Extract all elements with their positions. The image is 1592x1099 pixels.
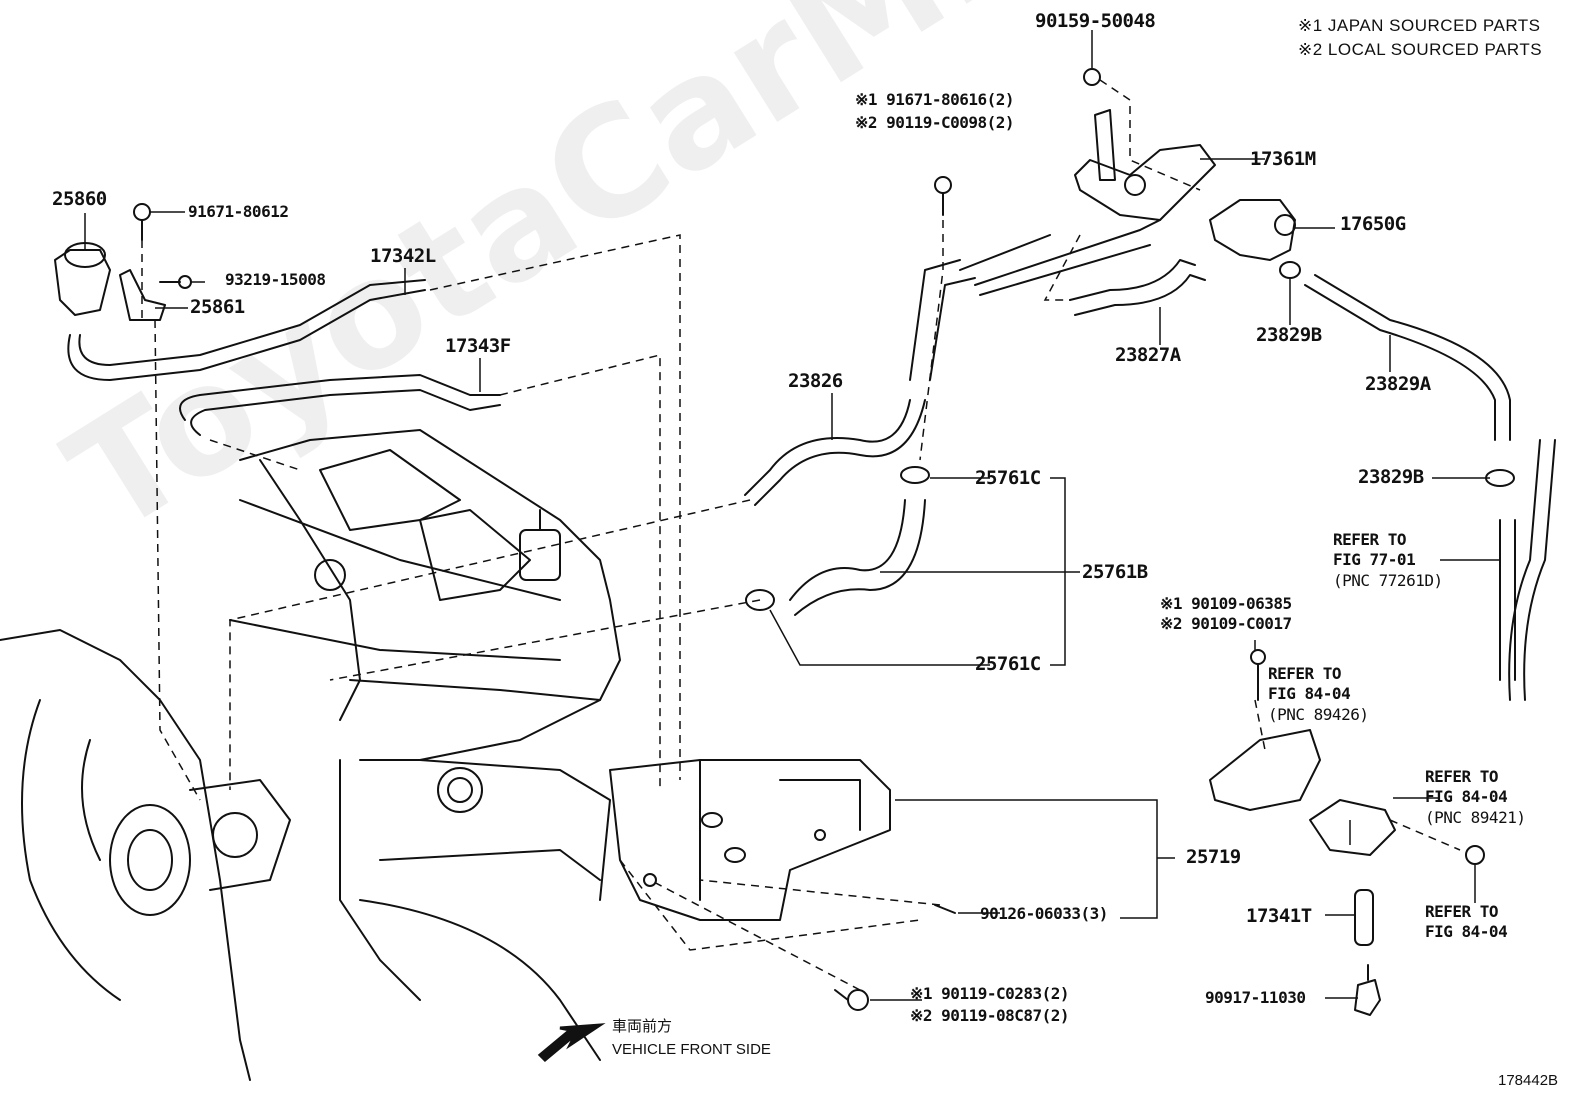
figure-code: 178442B (1498, 1072, 1559, 1089)
part-90109-06385[interactable]: ※1 90109-06385 (1160, 594, 1292, 613)
ref-fig84a-line1: REFER TO (1268, 664, 1342, 683)
part-25761B[interactable]: 25761B (1082, 561, 1148, 583)
sensor-bracket (1209, 729, 1321, 811)
part-23826[interactable]: 23826 (788, 370, 843, 392)
canister-25719 (609, 759, 891, 921)
part-25719[interactable]: 25719 (1186, 846, 1241, 868)
valve-17650G (1209, 199, 1296, 261)
part-25861[interactable]: 25861 (190, 296, 245, 318)
part-93219-15008[interactable]: 93219-15008 (225, 270, 326, 289)
part-25761C-bottom[interactable]: 25761C (975, 653, 1041, 675)
pressure-sensor (1309, 799, 1396, 856)
vehicle-front-en: VEHICLE FRONT SIDE (612, 1041, 771, 1058)
part-90109-C0017[interactable]: ※2 90109-C0017 (1160, 614, 1292, 633)
part-90119-C0283[interactable]: ※1 90119-C0283(2) (910, 984, 1070, 1003)
hose-refer-fig77 (1499, 439, 1556, 701)
hose-23827A (1069, 259, 1206, 316)
part-91671-80612[interactable]: 91671-80612 (188, 202, 289, 221)
ref-fig77-line1: REFER TO (1333, 530, 1407, 549)
vacuum-valve-90917-11030 (1354, 964, 1381, 1016)
legend-local-sourced: ※2 LOCAL SOURCED PARTS (1298, 40, 1543, 59)
ref-fig84b-line3: (PNC 89421) (1425, 808, 1526, 827)
part-90119-C0098[interactable]: ※2 90119-C0098(2) (855, 113, 1015, 132)
dashed-lines (141, 79, 1461, 991)
vehicle-front-jp: 車両前方 (612, 1018, 673, 1035)
hose-23826 (744, 259, 976, 506)
ref-fig84c-line1: REFER TO (1425, 902, 1499, 921)
pipe-assembly (959, 219, 1161, 296)
ref-fig84c-line2[interactable]: FIG 84-04 (1425, 922, 1508, 941)
part-17342L[interactable]: 17342L (370, 245, 436, 267)
transmission-housing (0, 629, 601, 1081)
front-arrow-icon (537, 1023, 606, 1063)
ref-fig84a-line3: (PNC 89426) (1268, 705, 1369, 724)
part-23829B-side[interactable]: 23829B (1358, 466, 1424, 488)
engine-block (229, 429, 621, 1001)
part-90119-08C87[interactable]: ※2 90119-08C87(2) (910, 1006, 1070, 1025)
bracket-25861 (119, 269, 166, 321)
ref-fig84a-line2[interactable]: FIG 84-04 (1268, 684, 1351, 703)
part-17341T[interactable]: 17341T (1246, 905, 1312, 927)
ref-fig84b-line2[interactable]: FIG 84-04 (1425, 787, 1508, 806)
part-90917-11030[interactable]: 90917-11030 (1205, 988, 1306, 1007)
part-23827A[interactable]: 23827A (1115, 344, 1181, 366)
part-90159-50048[interactable]: 90159-50048 (1035, 10, 1156, 32)
part-17650G[interactable]: 17650G (1340, 213, 1406, 235)
vsv-25860 (54, 242, 111, 316)
bracket-17361M (1074, 109, 1216, 221)
part-17343F[interactable]: 17343F (445, 335, 511, 357)
leader-lines (84, 30, 1500, 1001)
hose-25761B (789, 499, 926, 616)
part-23829B-top[interactable]: 23829B (1256, 324, 1322, 346)
hose-17342L (67, 279, 426, 381)
hose-17343F (179, 374, 501, 436)
hose-17341T (1354, 889, 1374, 946)
part-90126-06033[interactable]: 90126-06033(3) (980, 904, 1108, 923)
hose-23829A (1304, 274, 1511, 441)
bolts-and-clamps (133, 68, 1515, 1011)
part-23829A[interactable]: 23829A (1365, 373, 1431, 395)
ref-fig77-line3: (PNC 77261D) (1333, 571, 1443, 590)
part-91671-80616[interactable]: ※1 91671-80616(2) (855, 90, 1015, 109)
part-25860[interactable]: 25860 (52, 188, 107, 210)
part-17361M[interactable]: 17361M (1250, 148, 1316, 170)
legend-japan-sourced: ※1 JAPAN SOURCED PARTS (1298, 16, 1541, 35)
ref-fig84b-line1: REFER TO (1425, 767, 1499, 786)
part-25761C-top[interactable]: 25761C (975, 467, 1041, 489)
ref-fig77-line2[interactable]: FIG 77-01 (1333, 550, 1416, 569)
